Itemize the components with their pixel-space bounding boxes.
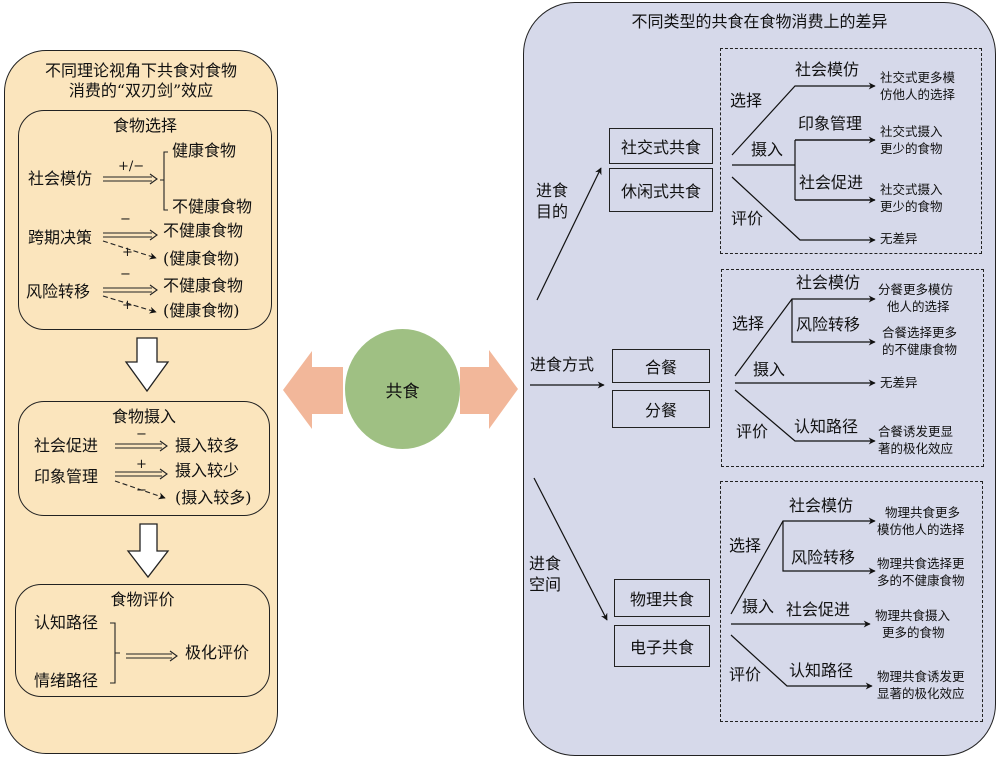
impression-label: 印象管理 [34,467,99,486]
mode-dashed-box [721,269,984,467]
food-choice-title: 食物选择 [112,116,177,135]
space-mech-facilitation: 社会促进 [786,600,851,619]
purpose-intake: 摄入 [751,140,784,159]
leisure-commensality-box: 休闲式共食 [609,168,713,212]
space-choice: 选择 [729,536,762,555]
mode-intake: 摄入 [753,360,786,379]
left-title-line2: 消费的“双刃剑”效应 [68,81,214,100]
outcome-unhealthy: 不健康食物 [172,197,253,216]
purpose-choice: 选择 [730,91,763,110]
purpose-label-1: 进食 [536,181,569,200]
purpose-out1-l2: 仿他人的选择 [880,87,956,102]
digital-commensality-box: 电子共食 [614,625,710,667]
mode-evaluation: 评价 [736,422,769,441]
separate-meal-box: 分餐 [612,390,710,428]
polarized-evaluation: 极化评价 [185,643,250,662]
space-out1-l1: 物理共食更多 [885,505,961,520]
mode-out2-l1: 合餐选择更多 [882,325,958,340]
mode-mech-risk: 风险转移 [796,315,861,334]
digital-commensality-label: 电子共食 [629,638,694,657]
physical-commensality-box: 物理共食 [614,579,710,617]
right-title: 不同类型的共食在食物消费上的差异 [631,12,888,31]
food-intake-title: 食物摄入 [111,407,176,426]
physical-commensality-label: 物理共食 [629,590,694,609]
commensality-label: 共食 [385,381,420,402]
space-intake: 摄入 [742,597,775,616]
purpose-out4: 无差异 [880,231,918,246]
intertemporal-outcome-solid: 不健康食物 [163,221,244,240]
purpose-out3-l1: 社交式摄入 [880,182,943,197]
space-dashed-box [720,481,983,722]
mode-out2-l2: 的不健康食物 [882,342,958,357]
intertemporal-sign-solid: − [120,212,131,227]
mode-out4-l2: 著的极化效应 [878,441,954,456]
leisure-commensality-label: 休闲式共食 [620,182,701,201]
cognitive-path-label: 认知路径 [34,613,99,632]
space-evaluation: 评价 [729,665,762,684]
space-out4-l1: 物理共食诱发更 [877,669,965,684]
social-modeling-label: 社会模仿 [28,169,93,188]
purpose-out2-l1: 社交式摄入 [880,124,943,139]
purpose-evaluation: 评价 [731,209,764,228]
risk-transfer-label: 风险转移 [26,282,91,301]
intake-more: 摄入较多 [175,436,240,455]
left-title-line1: 不同理论视角下共食对食物 [44,61,237,80]
right-arrow-icon [460,350,518,429]
risk-transfer-sign-dashed: + [122,298,133,313]
space-out2-l2: 多的不健康食物 [877,573,965,588]
purpose-out3-l2: 更少的食物 [880,199,943,214]
space-out3-l1: 物理共食摄入 [875,608,951,623]
purpose-mech-modeling: 社会模仿 [795,60,860,79]
outcome-healthy: 健康食物 [172,141,237,160]
food-evaluation-box [15,584,270,697]
purpose-label-2: 目的 [536,202,569,221]
space-mech-risk: 风险转移 [791,548,856,567]
impression-sign-solid: + [136,457,147,472]
social-facilitation-label: 社会促进 [34,436,99,455]
intertemporal-sign-dashed: + [122,245,133,260]
mode-label: 进食方式 [530,355,595,374]
intake-less: 摄入较少 [175,461,240,480]
left-arrow-icon [283,351,343,429]
mode-out1-l1: 分餐更多模仿 [878,282,954,297]
space-label-1: 进食 [529,554,562,573]
space-out3-l2: 更多的食物 [882,625,945,640]
social-facilitation-sign: − [136,427,147,442]
mode-choice: 选择 [732,314,765,333]
social-modeling-sign: +/− [118,159,145,174]
social-commensality-box: 社交式共食 [609,128,713,164]
emotional-path-label: 情绪路径 [34,671,99,690]
intertemporal-label: 跨期决策 [28,228,93,247]
space-out2-l1: 物理共食选择更 [877,556,965,571]
space-mech-modeling: 社会模仿 [789,496,854,515]
purpose-out2-l2: 更少的食物 [880,141,943,156]
mode-mech-cognitive: 认知路径 [794,417,859,436]
shared-meal-label: 合餐 [644,358,677,377]
space-out4-l2: 显著的极化效应 [877,686,965,701]
mode-out1-l2: 他人的选择 [887,299,950,314]
shared-meal-box: 合餐 [612,349,710,383]
risk-transfer-outcome-solid: 不健康食物 [163,276,244,295]
purpose-mech-impression: 印象管理 [798,114,863,133]
food-evaluation-title: 食物评价 [110,590,175,609]
purpose-out1-l1: 社交式更多模 [880,70,956,85]
commensality-circle: 共食 [345,329,460,449]
mode-out4-l1: 合餐诱发更显 [878,424,954,439]
food-intake-box [18,401,270,516]
separate-meal-label: 分餐 [644,401,677,420]
purpose-mech-facilitation: 社会促进 [799,173,864,192]
mode-out3: 无差异 [880,375,918,390]
space-mech-cognitive: 认知路径 [789,661,854,680]
purpose-dashed-box [720,48,982,254]
risk-transfer-sign-solid: − [120,267,131,282]
mode-mech-modeling: 社会模仿 [796,273,861,292]
risk-transfer-outcome-dashed: (健康食物) [163,301,240,320]
social-commensality-label: 社交式共食 [620,138,701,157]
space-label-2: 空间 [529,575,562,594]
intertemporal-outcome-dashed: (健康食物) [163,249,240,268]
intake-more-dashed: (摄入较多) [175,488,252,507]
space-out1-l2: 模仿他人的选择 [877,522,965,537]
impression-sign-dashed: − [136,483,147,498]
